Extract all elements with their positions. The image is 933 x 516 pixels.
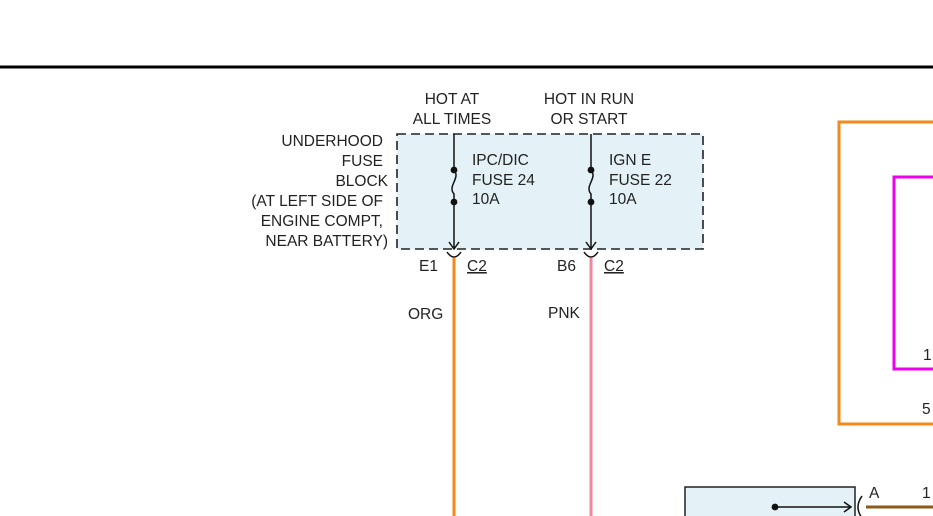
fuse-block-label-line-2: FUSE bbox=[342, 153, 383, 170]
lower-connector-cup bbox=[857, 495, 863, 516]
fuse-24-connector-cup bbox=[446, 251, 462, 258]
fuse-22-name-line-3: 10A bbox=[609, 191, 637, 208]
fuse-22-pin-label: B6 bbox=[557, 258, 576, 275]
pnk-wire-color-label: PNK bbox=[548, 305, 581, 322]
fuse-block-label-line-6: NEAR BATTERY) bbox=[265, 233, 388, 250]
lower-component-arrow bbox=[843, 501, 853, 513]
fuse-22-terminal-top bbox=[587, 166, 595, 174]
fuse-24-terminal-bottom bbox=[450, 198, 458, 206]
lower-connector-label: A bbox=[869, 485, 880, 502]
fuse-block-label-line-5: ENGINE COMPT, bbox=[261, 213, 383, 230]
fuse-24-pin-label: E1 bbox=[419, 258, 438, 275]
module-pin-lower-label: 5 bbox=[922, 401, 931, 418]
org-wire-color-label: ORG bbox=[408, 306, 443, 323]
module-outer-box bbox=[837, 120, 933, 426]
fuse-22-name-line-2: FUSE 22 bbox=[609, 172, 672, 189]
fuse-24-feed-line-1: HOT AT bbox=[425, 91, 480, 108]
fuse-block-label-line-3: BLOCK bbox=[335, 173, 388, 190]
fuse-24-feed-line-2: ALL TIMES bbox=[413, 111, 491, 128]
fuse-24-terminal-top bbox=[450, 166, 458, 174]
fuse-block-label-line-4: (AT LEFT SIDE OF bbox=[251, 193, 383, 210]
fuse-block-box bbox=[396, 133, 704, 250]
module-inner-box bbox=[892, 175, 933, 371]
fuse-22-feed-line-2: OR START bbox=[551, 111, 628, 128]
fuse-22-connector-label: C2 bbox=[604, 258, 624, 275]
lower-connector-pin-label: 1 bbox=[922, 485, 931, 502]
lower-component-box bbox=[684, 486, 856, 516]
fuse-24-name-line-2: FUSE 24 bbox=[472, 172, 535, 189]
fuse-22-terminal-bottom bbox=[587, 198, 595, 206]
fuse-22-feed-line-1: HOT IN RUN bbox=[544, 91, 634, 108]
lower-component-terminal bbox=[771, 503, 779, 511]
fuse-22-connector-cup bbox=[583, 251, 599, 258]
fuse-24-name-line-3: 10A bbox=[472, 191, 500, 208]
fuse-22-name-line-1: IGN E bbox=[609, 152, 651, 169]
module-pin-upper-label: 1 bbox=[923, 347, 932, 364]
fuse-24-connector-label: C2 bbox=[467, 258, 487, 275]
fuse-block-label-line-1: UNDERHOOD bbox=[281, 133, 383, 150]
fuse-24-name-line-1: IPC/DIC bbox=[472, 152, 529, 169]
